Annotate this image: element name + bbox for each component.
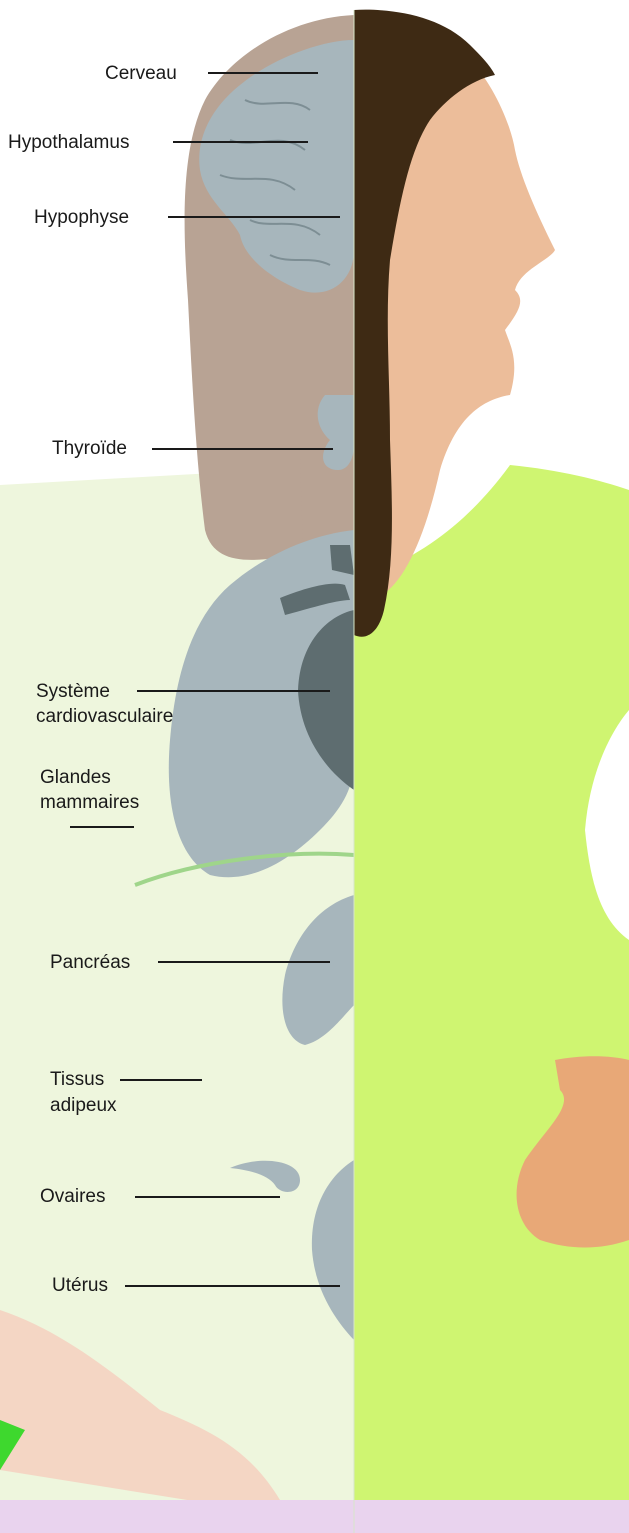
label-pancreas: Pancréas (50, 951, 130, 974)
label-tissus-line2: adipeux (50, 1094, 117, 1117)
label-glandes-line1: Glandes (40, 766, 111, 789)
label-hypophyse: Hypophyse (34, 206, 129, 229)
label-cerveau: Cerveau (105, 62, 177, 85)
label-glandes-line2: mammaires (40, 791, 139, 814)
label-uterus: Utérus (52, 1274, 108, 1297)
label-hypothalamus: Hypothalamus (8, 131, 129, 154)
label-thyroide: Thyroïde (52, 437, 127, 460)
label-tissus-line1: Tissus (50, 1068, 104, 1091)
label-systeme-line1: Système (36, 680, 110, 703)
label-ovaires: Ovaires (40, 1185, 105, 1208)
label-systeme-line2: cardiovasculaire (36, 705, 173, 728)
